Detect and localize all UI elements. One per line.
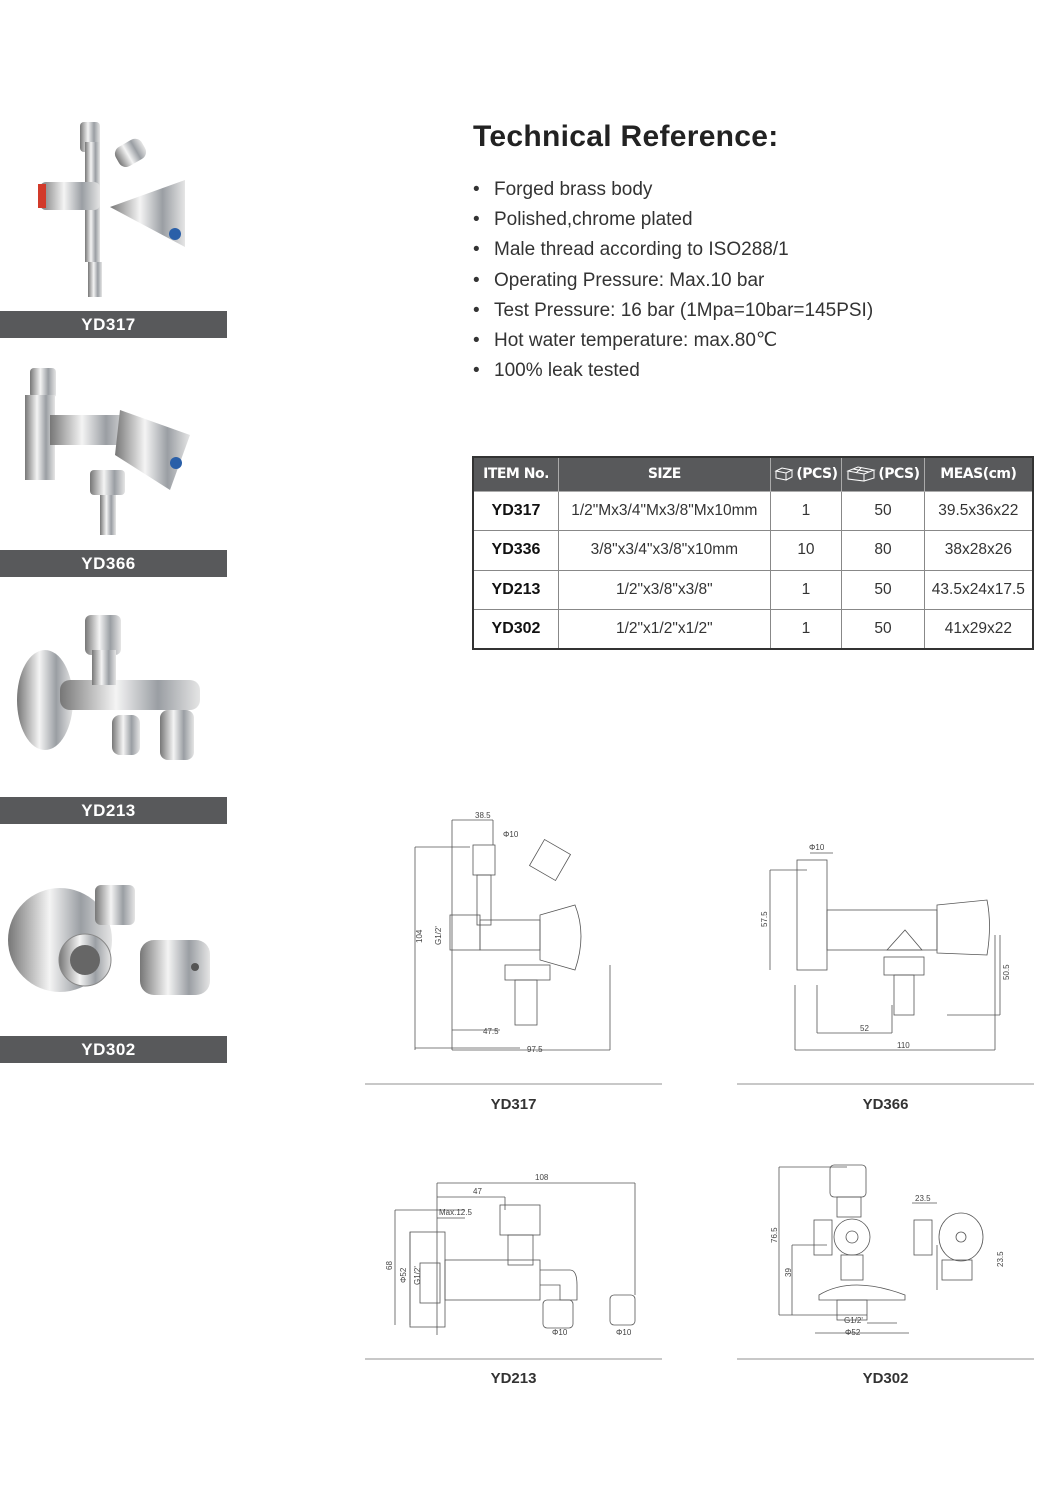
- dim-label: 97.5: [527, 1045, 543, 1054]
- divider: [365, 1358, 662, 1360]
- divider: [737, 1358, 1034, 1360]
- header-meas: MEAS(cm): [923, 456, 1034, 492]
- cell-carton: 50: [841, 609, 925, 650]
- product-photo-yd213: [0, 605, 227, 790]
- cell-item: YD213: [472, 569, 559, 610]
- cell-carton: 50: [841, 490, 925, 531]
- dim-label: Φ52: [399, 1267, 408, 1283]
- dim-label: 50.5: [1002, 964, 1011, 980]
- cell-size: 1/2"x1/2"x1/2": [558, 609, 771, 650]
- cell-meas: 38x28x26: [923, 530, 1034, 571]
- dim-label: Φ10: [503, 830, 519, 839]
- dim-label: 23.5: [915, 1194, 931, 1203]
- cell-carton: 80: [841, 530, 925, 571]
- table-header-row: ITEM No. SIZE (PCS) (PCS) MEAS(cm): [472, 456, 1034, 492]
- header-label: (PCS): [878, 466, 920, 483]
- dim-label: 57.5: [760, 911, 769, 927]
- cell-size: 1/2"Mx3/4"Mx3/8"Mx10mm: [558, 490, 771, 531]
- dim-label: 39: [784, 1268, 793, 1277]
- spec-table: ITEM No. SIZE (PCS) (PCS) MEAS(cm) YD317…: [472, 456, 1034, 650]
- header-item-no: ITEM No.: [472, 456, 559, 492]
- drawing-label: YD302: [862, 1370, 909, 1387]
- spec-item: 100% leak tested: [473, 359, 873, 389]
- cell-item: YD302: [472, 609, 559, 650]
- cell-inner: 10: [769, 530, 843, 571]
- dim-label: Φ52: [845, 1328, 861, 1337]
- cell-meas: 39.5x36x22: [923, 490, 1034, 531]
- cell-inner: 1: [769, 569, 843, 610]
- dim-label: 52: [860, 1024, 869, 1033]
- spec-item: Hot water temperature: max.80℃: [473, 329, 873, 359]
- product-photo-yd302: [0, 860, 227, 1030]
- cell-inner: 1: [769, 609, 843, 650]
- dim-label: G1/2': [844, 1316, 863, 1325]
- drawing-label: YD317: [490, 1096, 537, 1113]
- product-photo-yd317: [0, 112, 227, 302]
- header-label: (PCS): [796, 466, 838, 483]
- product-label: YD302: [0, 1036, 227, 1063]
- spec-item: Test Pressure: 16 bar (1Mpa=10bar=145PSI…: [473, 299, 873, 329]
- inner-box-icon: [774, 467, 794, 481]
- cell-size: 3/8"x3/4"x3/8"x10mm: [558, 530, 771, 571]
- dim-label: 68: [385, 1261, 394, 1270]
- header-size: SIZE: [558, 456, 771, 492]
- header-carton-pcs: (PCS): [841, 456, 925, 492]
- dim-label: 47: [473, 1187, 482, 1196]
- cell-size: 1/2"x3/8"x3/8": [558, 569, 771, 610]
- product-label: YD317: [0, 311, 227, 338]
- dim-label: Φ10: [809, 843, 825, 852]
- dim-label: 76.5: [770, 1227, 779, 1243]
- product-photo-yd366: [0, 360, 227, 545]
- dim-label: 108: [535, 1173, 549, 1182]
- header-inner-box-pcs: (PCS): [769, 456, 843, 492]
- spec-item: Male thread according to ISO288/1: [473, 238, 873, 268]
- cell-meas: 41x29x22: [923, 609, 1034, 650]
- dim-label: Max.12.5: [439, 1208, 472, 1217]
- drawing-label: YD213: [490, 1370, 537, 1387]
- dim-label: Φ10: [616, 1328, 632, 1337]
- cell-meas: 43.5x24x17.5: [923, 569, 1034, 610]
- dim-label: 104: [415, 929, 424, 943]
- cell-item: YD336: [472, 530, 559, 571]
- dim-label: G1/2': [434, 926, 443, 945]
- spec-item: Forged brass body: [473, 178, 873, 208]
- technical-reference-title: Technical Reference:: [473, 120, 779, 153]
- dim-label: G1/2': [413, 1266, 422, 1285]
- carton-icon: [846, 466, 877, 482]
- drawing-yd302: 76.5 39 G1/2' Φ52 23.5 23.5: [737, 1155, 1034, 1345]
- dim-label: Φ10: [552, 1328, 568, 1337]
- drawing-yd317: 38.5 Φ10 104 G1/2' 47.5 97.5: [365, 805, 662, 1065]
- drawing-label: YD366: [862, 1096, 909, 1113]
- product-label: YD213: [0, 797, 227, 824]
- cell-inner: 1: [769, 490, 843, 531]
- spec-item: Polished,chrome plated: [473, 208, 873, 238]
- drawing-yd213: 108 47 Max.12.5 68 Φ52 G1/2' Φ10 Φ10: [365, 1155, 662, 1345]
- cell-carton: 50: [841, 569, 925, 610]
- drawing-yd366: Φ10 57.5 50.5 52 110: [737, 805, 1034, 1065]
- dim-label: 110: [897, 1041, 910, 1050]
- spec-list: Forged brass body Polished,chrome plated…: [473, 178, 873, 389]
- product-label: YD366: [0, 550, 227, 577]
- dim-label: 47.5: [483, 1027, 499, 1036]
- spec-item: Operating Pressure: Max.10 bar: [473, 269, 873, 299]
- divider: [737, 1083, 1034, 1085]
- divider: [365, 1083, 662, 1085]
- cell-item: YD317: [472, 490, 559, 531]
- dim-label: 23.5: [996, 1251, 1005, 1267]
- dim-label: 38.5: [475, 811, 491, 820]
